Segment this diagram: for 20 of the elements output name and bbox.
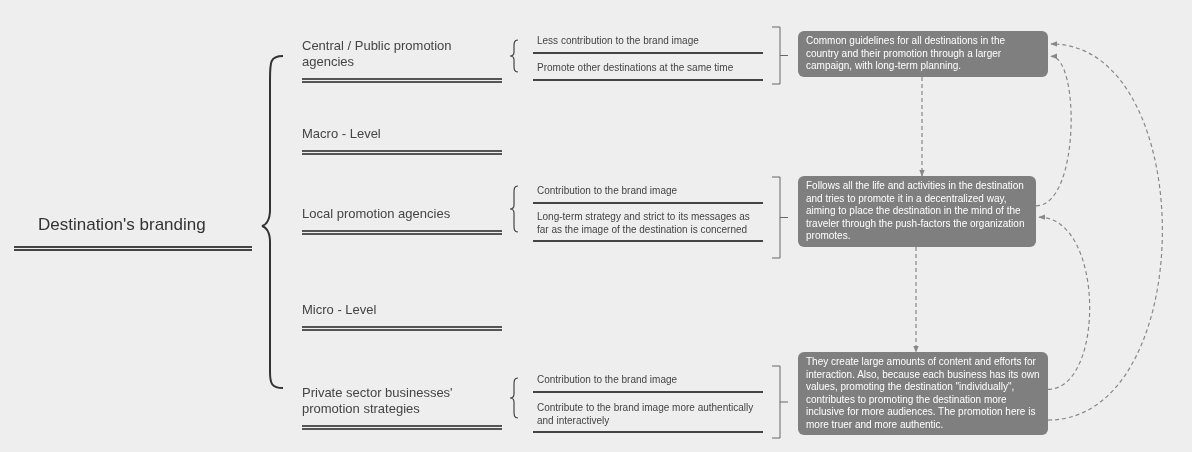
branch-label: Private sector businesses' promotion strategies xyxy=(302,385,502,430)
item-label: Contribution to the brand image xyxy=(533,185,763,204)
topic-label: Destination's branding xyxy=(14,212,252,251)
description-box: They create large amounts of content and efforts for interaction. Also, because each business has its own values, promoting the destination "individually", contributes to promoting the destination more inclusive for more audiences. The promotion here is more truer and more authentic. xyxy=(798,352,1048,435)
description-box: Follows all the life and activities in the destination and tries to promote it in a decentralized way, aiming to place the destination in the mind of the traveler through the push-factors the organization promotes. xyxy=(798,176,1036,247)
dashed-arrow xyxy=(1035,55,1072,207)
item-label: Promote other destinations at the same time xyxy=(533,62,763,81)
branch-label: Central / Public promotion agencies xyxy=(302,38,502,83)
dashed-arrow xyxy=(1038,215,1091,390)
branch-label: Local promotion agencies xyxy=(302,206,502,235)
dashed-arrow xyxy=(913,246,919,353)
item-label: Long-term strategy and strict to its messages as far as the image of the destination is concerned xyxy=(533,211,763,242)
description-box: Common guidelines for all destinations in the country and their promotion through a larger campaign, with long-term planning. xyxy=(798,31,1048,77)
item-label: Contribute to the brand image more authentically and interactively xyxy=(533,402,763,433)
dashed-arrow xyxy=(1047,42,1163,421)
dashed-arrow xyxy=(919,76,925,177)
branch-label: Micro - Level xyxy=(302,302,502,331)
branch-label: Macro - Level xyxy=(302,126,502,155)
item-label: Less contribution to the brand image xyxy=(533,35,763,54)
item-label: Contribution to the brand image xyxy=(533,374,763,393)
